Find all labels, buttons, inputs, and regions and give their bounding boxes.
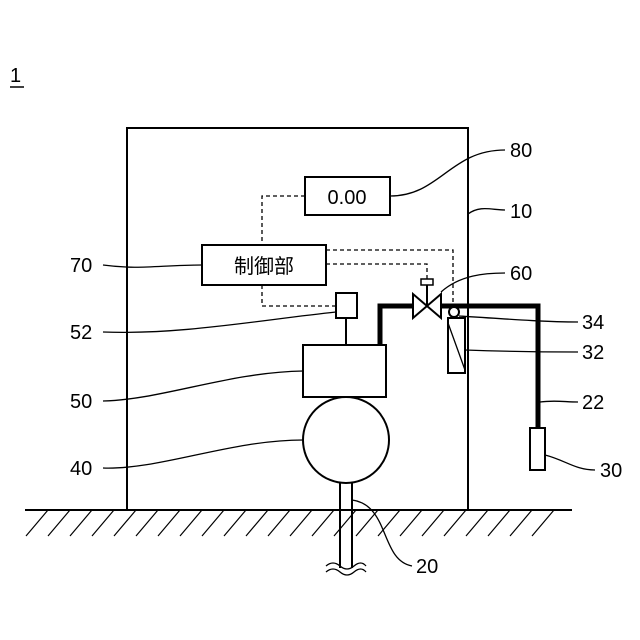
- motor-circle: [303, 397, 389, 483]
- ground: [25, 510, 572, 536]
- ref-70: 70: [70, 255, 92, 277]
- inlet-pipe: [326, 483, 366, 575]
- ref-50: 50: [70, 391, 92, 413]
- ground-hatch-line: [444, 510, 466, 536]
- ground-hatch-line: [466, 510, 488, 536]
- ground-hatch-line: [378, 510, 400, 536]
- ground-hatch-line: [224, 510, 246, 536]
- ref-20: 20: [416, 556, 438, 578]
- ground-hatch-line: [312, 510, 334, 536]
- discharge-pipe: [380, 306, 413, 345]
- ground-hatch-line: [488, 510, 510, 536]
- nozzle-30: [530, 428, 545, 470]
- ref-34: 34: [582, 312, 604, 334]
- flow-meter-32: [448, 318, 465, 373]
- ref-80: 80: [510, 140, 532, 162]
- ref-52: 52: [70, 322, 92, 344]
- ground-hatch-line: [422, 510, 444, 536]
- valve: [413, 279, 441, 318]
- ground-hatch-line: [92, 510, 114, 536]
- figure-label: 1: [10, 65, 21, 87]
- ref-60: 60: [510, 263, 532, 285]
- ground-hatch-line: [268, 510, 290, 536]
- ground-hatch-line: [114, 510, 136, 536]
- controller-label: 制御部: [234, 255, 294, 278]
- ref-32: 32: [582, 342, 604, 364]
- pump-box: [303, 345, 386, 397]
- ref-22: 22: [582, 392, 604, 414]
- ground-hatch-line: [532, 510, 554, 536]
- signal-lines: [262, 196, 453, 306]
- ground-hatch-line: [26, 510, 48, 536]
- ground-hatch-line: [158, 510, 180, 536]
- ref-40: 40: [70, 458, 92, 480]
- ground-hatch-line: [70, 510, 92, 536]
- sensor-box: [336, 293, 357, 318]
- ref-30: 30: [600, 460, 622, 482]
- ground-hatch-line: [400, 510, 422, 536]
- housing: [127, 128, 468, 510]
- ground-hatch-line: [290, 510, 312, 536]
- flow-detector-34: [449, 307, 459, 317]
- display-value: 0.00: [328, 187, 367, 209]
- ground-hatch-line: [180, 510, 202, 536]
- ground-hatch-line: [510, 510, 532, 536]
- ground-hatch-line: [246, 510, 268, 536]
- ground-hatch-line: [202, 510, 224, 536]
- ground-hatch-line: [48, 510, 70, 536]
- ground-hatch-line: [136, 510, 158, 536]
- ref-10: 10: [510, 201, 532, 223]
